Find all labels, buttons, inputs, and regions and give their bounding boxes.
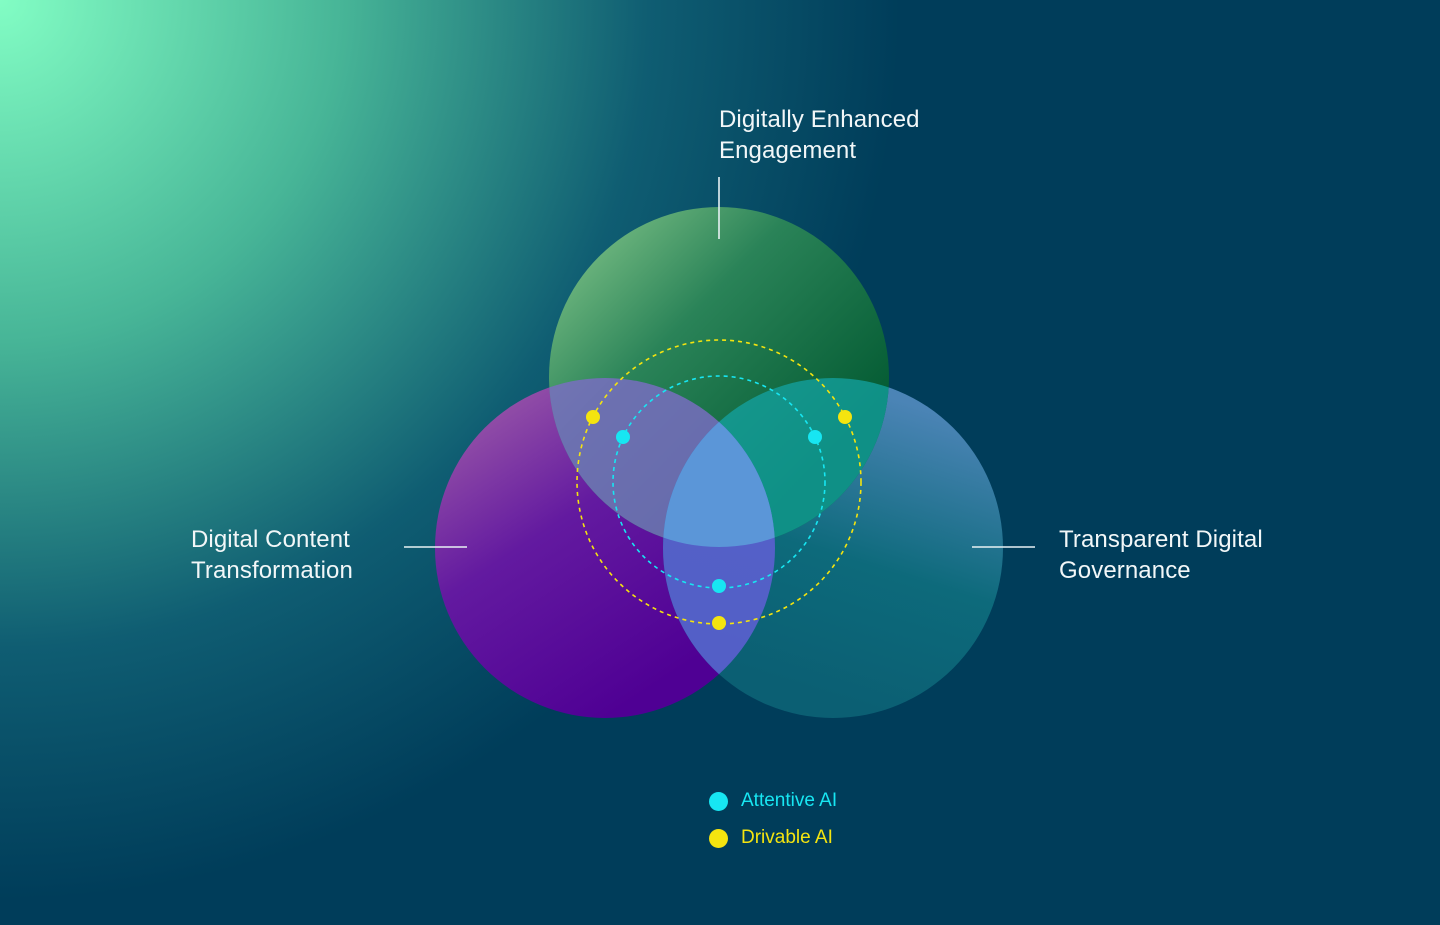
cyan-dot-icon bbox=[709, 791, 728, 811]
drivable-orbit bbox=[576, 339, 862, 625]
governance-label-line-2: Governance bbox=[1059, 557, 1191, 584]
yellow-dot-icon bbox=[709, 828, 728, 848]
content-label-line-2: Transformation bbox=[191, 557, 353, 584]
governance-label: Transparent Digital Governance bbox=[1059, 524, 1263, 586]
center-overlap bbox=[663, 378, 775, 547]
content-transformation-label: Digital Content Transformation bbox=[191, 524, 353, 586]
drivable-dot bbox=[838, 410, 852, 424]
legend-item-attentive: Attentive AI bbox=[709, 788, 837, 814]
attentive-dot bbox=[808, 430, 822, 444]
legend-item-drivable: Drivable AI bbox=[709, 825, 837, 851]
legend: Attentive AI Drivable AI bbox=[709, 788, 837, 862]
content-label-line-1: Digital Content bbox=[191, 526, 350, 553]
engagement-label-line-1: Digitally Enhanced bbox=[719, 106, 920, 133]
engagement-label: Digitally Enhanced Engagement bbox=[719, 104, 920, 166]
attentive-orbit bbox=[612, 375, 826, 589]
governance-label-line-1: Transparent Digital bbox=[1059, 526, 1263, 553]
legend-label-attentive: Attentive AI bbox=[741, 790, 838, 811]
attentive-dot bbox=[616, 430, 630, 444]
engagement-label-line-2: Engagement bbox=[719, 137, 857, 164]
drivable-dot bbox=[712, 616, 726, 630]
legend-label-drivable: Drivable AI bbox=[741, 827, 833, 848]
drivable-dot bbox=[586, 410, 600, 424]
attentive-dot bbox=[712, 579, 726, 593]
